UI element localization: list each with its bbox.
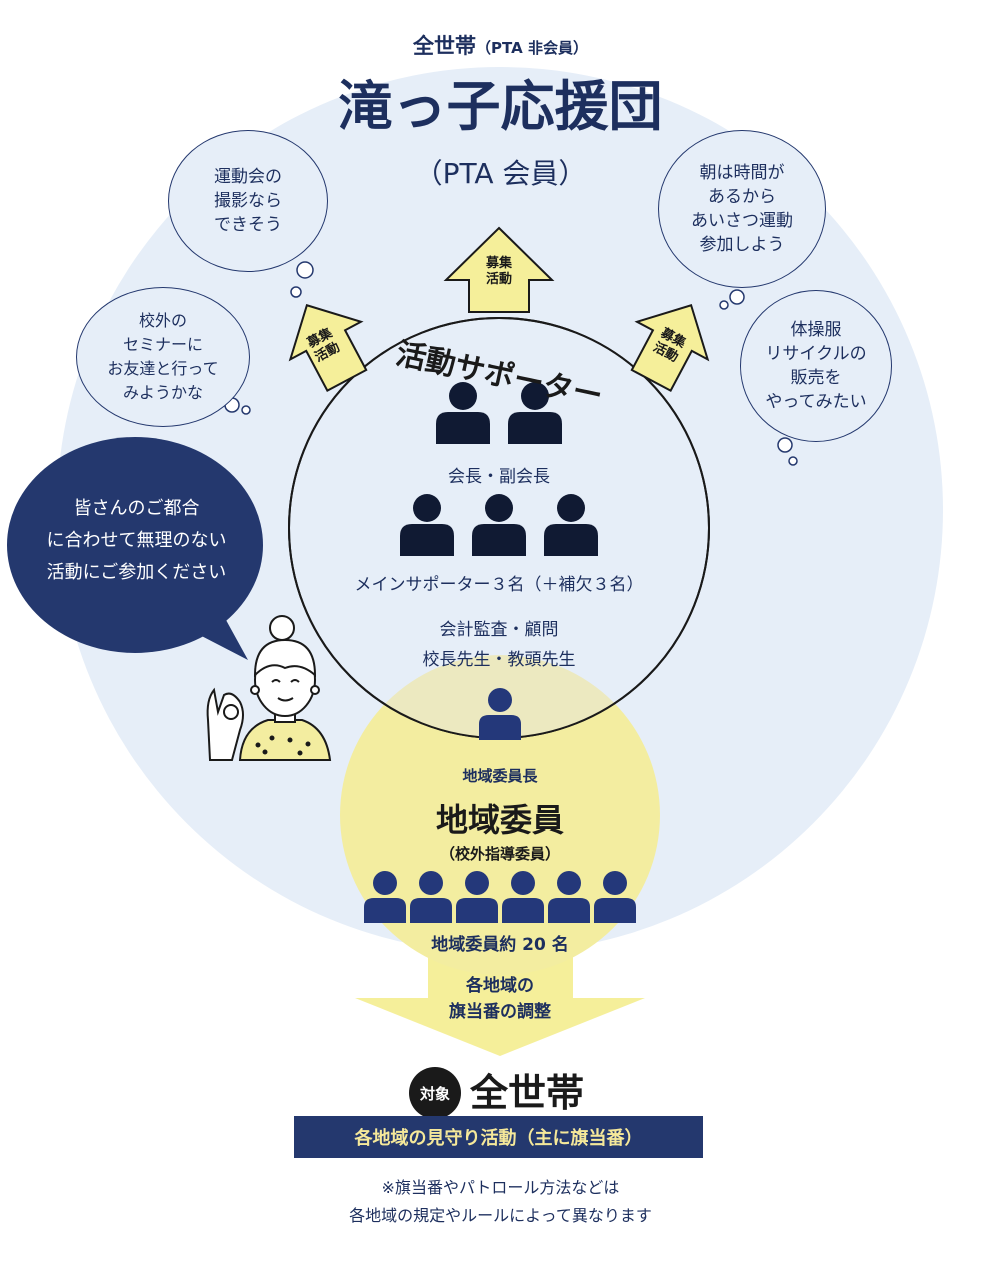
regional-subtitle: （校外指導委員） bbox=[439, 845, 560, 863]
speech-bubble-shape bbox=[7, 437, 263, 660]
regional-count-label: 地域委員約 20 名 bbox=[431, 935, 569, 955]
up-arrow-right bbox=[630, 304, 710, 392]
page-subtitle: （PTA 会員） bbox=[414, 157, 587, 190]
supporter-row1-label: 会長・副会長 bbox=[448, 467, 550, 487]
top-label-main: 全世帯 bbox=[413, 34, 477, 58]
supporter-title: 活動サポーター bbox=[380, 336, 620, 414]
page-title: 滝っ子応援団 bbox=[338, 75, 663, 138]
thought-bubble: 校外の セミナーに お友達と行って みようかな bbox=[76, 287, 250, 427]
supporter-row3-label: 会計監査・顧問 bbox=[439, 620, 559, 640]
arrow-label-center: 募集 活動 bbox=[482, 256, 516, 288]
regional-circle bbox=[340, 655, 660, 975]
regional-leader-label: 地域委員長 bbox=[462, 767, 538, 785]
arrow-recruit-label: 募集 bbox=[485, 256, 512, 271]
up-arrow-center bbox=[443, 226, 555, 313]
supporter-row2-label: メインサポーター３名（＋補欠３名） bbox=[354, 575, 644, 595]
top-label: 全世帯（PTA 非会員） bbox=[0, 30, 1001, 60]
arrow-activity-label: 活動 bbox=[485, 272, 512, 287]
down-arrow bbox=[355, 935, 645, 1056]
target-note: ※旗当番やパトロール方法などは 各地域の規定やルールによって異なります bbox=[349, 1178, 652, 1225]
regional-title: 地域委員 bbox=[435, 801, 564, 839]
top-label-sub: （PTA 非会員） bbox=[476, 39, 588, 57]
thought-bubble: 朝は時間が あるから あいさつ運動 参加しよう bbox=[658, 130, 826, 288]
up-arrow-left bbox=[288, 304, 368, 392]
target-badge: 対象 bbox=[409, 1067, 461, 1119]
target-banner: 各地域の見守り活動（主に旗当番） bbox=[294, 1116, 703, 1158]
target-title: 全世帯 bbox=[470, 1071, 585, 1115]
speech-bubble-text: 皆さんのご都合 に合わせて無理のない 活動にご参加ください bbox=[46, 498, 227, 583]
thought-bubble: 体操服 リサイクルの 販売を やってみたい bbox=[740, 290, 892, 442]
woman-illustration bbox=[206, 615, 332, 761]
thought-bubble: 運動会の 撮影なら できそう bbox=[168, 130, 328, 272]
supporter-row4-label: 校長先生・教頭先生 bbox=[422, 650, 576, 670]
regional-arrow-text: 各地域の 旗当番の調整 bbox=[449, 976, 551, 1022]
